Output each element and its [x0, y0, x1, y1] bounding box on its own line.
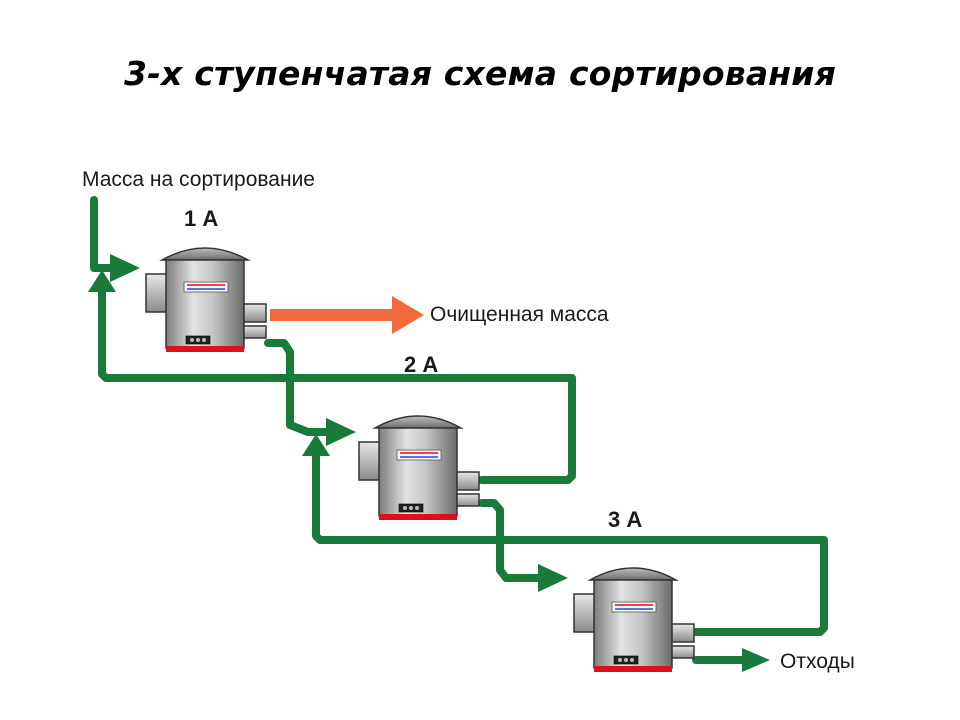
rejects-label: Отходы — [780, 650, 855, 673]
pipe-2-return — [98, 286, 576, 484]
stage-3-label: 3 А — [608, 507, 643, 532]
arrow-into-tank-1 — [110, 254, 140, 282]
screen-tank-1-icon — [145, 247, 267, 352]
accepts-label: Очищенная масса — [430, 303, 609, 326]
arrow-rejects-out — [742, 648, 770, 672]
accepts-arrow — [270, 296, 424, 334]
screen-tank-3-icon — [573, 567, 695, 672]
pipe-3-return — [312, 451, 828, 636]
arrow-up-return-1 — [88, 270, 116, 292]
pipe-1-to-2 — [264, 339, 334, 436]
arrow-into-tank-3 — [538, 564, 568, 592]
stage-2-label: 2 А — [404, 352, 439, 377]
input-label: Масса на сортирование — [82, 168, 315, 191]
page-title: 3-х ступенчатая схема сортирования — [123, 54, 837, 93]
arrow-into-tank-2 — [326, 418, 356, 446]
arrow-up-return-2 — [302, 434, 330, 456]
screen-tank-2-icon — [358, 415, 480, 520]
flow-arrowheads — [88, 254, 770, 672]
stage-1-label: 1 А — [184, 206, 219, 231]
input-pipe — [90, 196, 116, 272]
flow-pipes — [90, 196, 828, 664]
